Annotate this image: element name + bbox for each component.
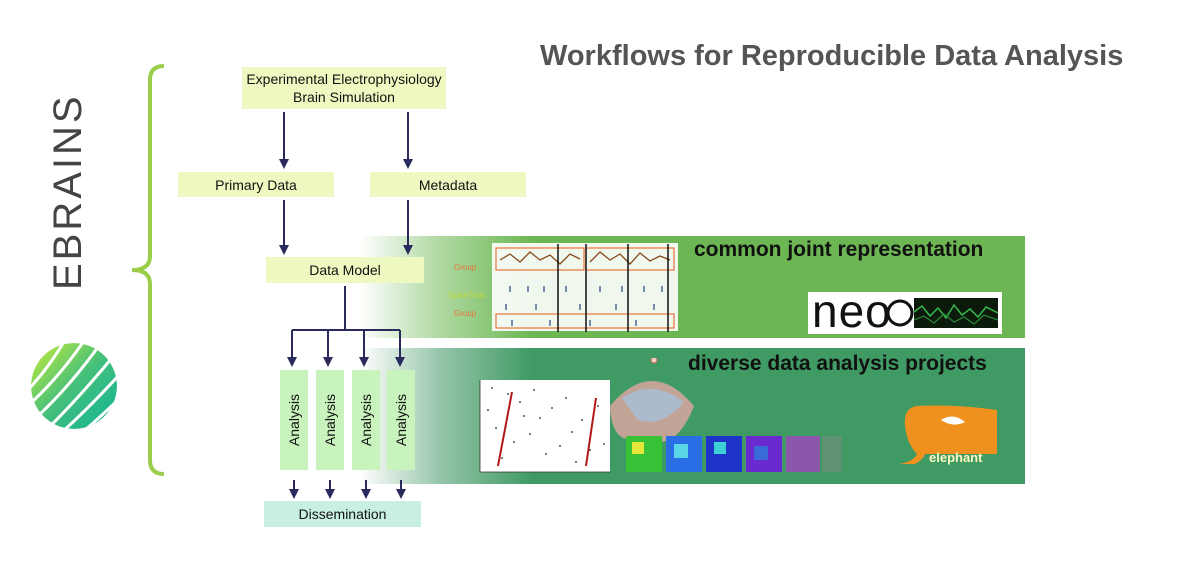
source-box: Experimental Electrophysiology Brain Sim…	[242, 67, 446, 109]
group-label-top: Group	[454, 263, 477, 272]
analysis-box: Analysis	[387, 370, 415, 470]
ebrains-logo-icon	[31, 343, 117, 429]
neo-logo: neo	[808, 285, 1002, 337]
neo-data-structure-figure: Group SpikeTrain Group	[448, 243, 678, 332]
data-model-box: Data Model	[266, 257, 424, 283]
analysis-label: Analysis	[358, 393, 375, 447]
analysis-figure	[479, 358, 842, 473]
primary-data-box: Primary Data	[178, 172, 334, 197]
analysis-box: Analysis	[280, 370, 308, 470]
page-title: Workflows for Reproducible Data Analysis	[540, 40, 1124, 72]
spiketrain-label: SpikeTrain	[448, 291, 486, 300]
projects-band-title: diverse data analysis projects	[688, 352, 987, 375]
analysis-label: Analysis	[286, 393, 303, 447]
analysis-label: Analysis	[322, 393, 339, 447]
neo-logo-text: neo	[812, 285, 892, 337]
source-box-line2: Brain Simulation	[293, 89, 395, 105]
elephant-logo-text: elephant	[929, 450, 983, 465]
analysis-box: Analysis	[316, 370, 344, 470]
source-box-line1: Experimental Electrophysiology	[246, 71, 442, 87]
metadata-box: Metadata	[370, 172, 526, 197]
elephant-logo: elephant	[895, 402, 1001, 472]
analysis-label: Analysis	[393, 393, 410, 447]
dissemination-box: Dissemination	[264, 501, 421, 527]
neo-signal-icon	[886, 298, 998, 328]
bracket	[131, 64, 165, 476]
representation-band-title: common joint representation	[694, 238, 984, 261]
analysis-box: Analysis	[352, 370, 380, 470]
group-label-bottom: Group	[454, 309, 477, 318]
elephant-icon	[899, 405, 997, 464]
